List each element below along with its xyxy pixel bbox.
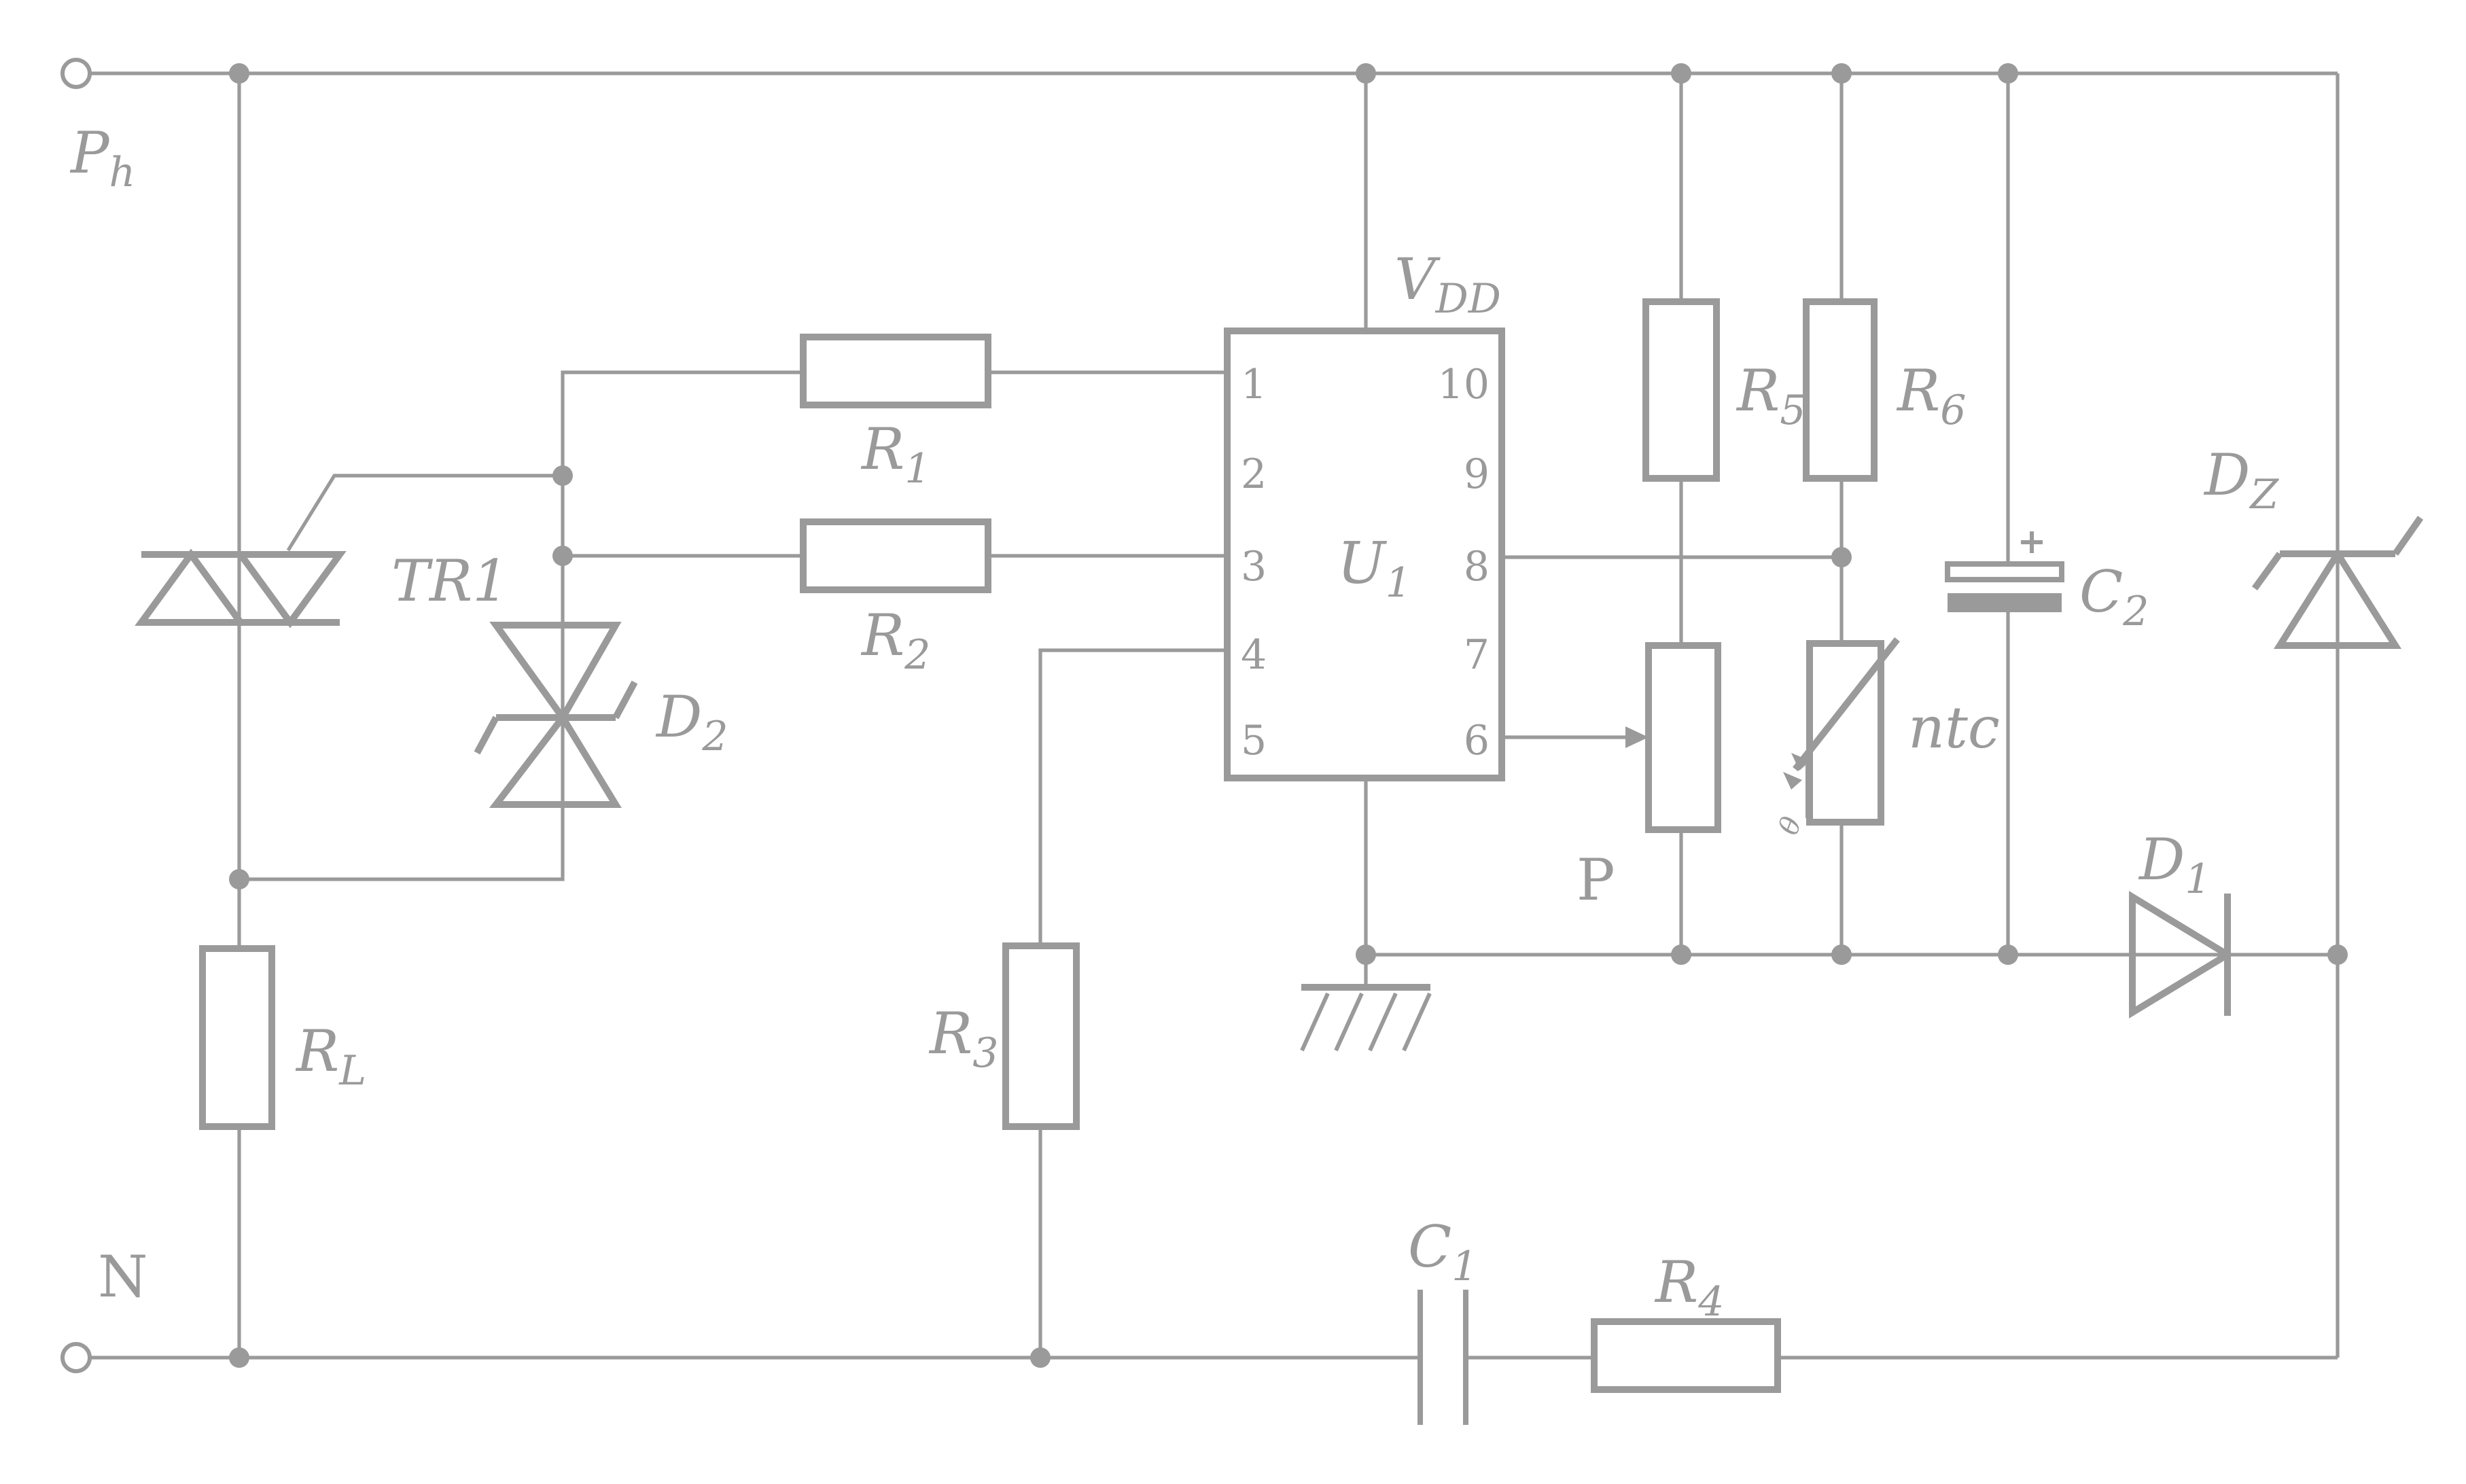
junction-dot <box>229 63 249 84</box>
junction-dot <box>229 1347 249 1368</box>
junction-dot <box>1671 63 1691 84</box>
junction-dot <box>1831 547 1852 567</box>
junction-dot <box>229 869 249 889</box>
r1-leads <box>561 370 1227 476</box>
pin-number: 5 <box>1241 717 1267 764</box>
thermistor-ntc <box>1783 637 1900 826</box>
plus-sign <box>2021 531 2043 553</box>
diac-d2 <box>474 622 638 808</box>
label-c1: C1 <box>1408 1214 1477 1290</box>
pin-number: 1 <box>1241 361 1267 408</box>
label-r3: R3 <box>928 1000 998 1077</box>
resistor-rl <box>199 945 275 1130</box>
label-u1: U1 <box>1337 530 1411 607</box>
resistor-r6 <box>1803 298 1878 482</box>
label-tr1: TR1 <box>391 548 509 614</box>
label-r4: R4 <box>1654 1249 1724 1326</box>
junction-dots <box>229 63 2348 1368</box>
pin-number: 7 <box>1464 631 1490 679</box>
resistor-r5 <box>1642 298 1720 482</box>
junction-dot <box>1671 944 1691 965</box>
junction-dot <box>2327 944 2348 965</box>
pin-number: 3 <box>1241 543 1267 590</box>
junction-dot <box>1998 63 2018 84</box>
ic-u1-body <box>1224 328 1505 781</box>
junction-dot <box>1030 1347 1051 1368</box>
resistor-r3 <box>1002 942 1080 1130</box>
triac-tr1 <box>135 548 347 629</box>
junction-dot <box>552 465 573 486</box>
label-ph: Ph <box>69 120 135 196</box>
junction-dot <box>1356 944 1376 965</box>
r3-branch-wire <box>1038 648 1227 1358</box>
label-vdd: VDD <box>1394 246 1501 323</box>
resistor-r2 <box>800 518 991 593</box>
pin-number: 8 <box>1464 543 1490 590</box>
label-c2: C2 <box>2079 559 2149 635</box>
junction-dot <box>1831 63 1852 84</box>
label-d1: D1 <box>2138 826 2211 903</box>
labels: Ph N TR1 D2 R1 R2 R3 RL R4 R5 R6 C1 C2 U… <box>69 120 2279 1326</box>
u1-pin-numbers: 1 2 3 4 5 10 9 8 7 6 <box>1241 361 1490 764</box>
resistor-r4 <box>1591 1318 1781 1393</box>
zener-dz <box>2251 516 2424 649</box>
pin-number: 2 <box>1241 450 1267 498</box>
triac-gate-wire <box>286 474 563 552</box>
junction-dot <box>552 546 573 566</box>
resistor-r1 <box>800 334 991 408</box>
label-n: N <box>98 1243 148 1310</box>
ground-symbol <box>1300 984 1432 1052</box>
junction-dot <box>1998 944 2018 965</box>
label-ntc: ntc <box>1908 694 2000 761</box>
pin-number: 10 <box>1438 361 1490 408</box>
terminals <box>60 58 92 1373</box>
pin-number: 4 <box>1241 631 1267 679</box>
label-d2: D2 <box>655 684 728 760</box>
label-r6: R6 <box>1896 357 1966 434</box>
label-dz: DZ <box>2203 442 2279 518</box>
phase-terminal <box>60 58 92 89</box>
label-rl: RL <box>295 1018 366 1095</box>
pin-number: 6 <box>1464 717 1490 764</box>
pin-number: 9 <box>1464 450 1490 498</box>
label-p: P <box>1577 847 1615 913</box>
potentiometer-p <box>1625 642 1721 833</box>
junction-dot <box>1356 63 1376 84</box>
capacitor-c2 <box>1945 531 2064 612</box>
label-r1: R1 <box>860 416 930 493</box>
diode-d1 <box>2129 891 2234 1019</box>
capacitor-c1 <box>1417 1290 1468 1425</box>
neutral-terminal <box>60 1342 92 1373</box>
label-r5: R5 <box>1736 357 1806 434</box>
junction-dot <box>1831 944 1852 965</box>
d2-branch-wire <box>239 476 565 881</box>
label-theta: θ <box>1773 813 1808 838</box>
wiper-arrowhead <box>1625 726 1649 748</box>
wires <box>90 71 2340 1360</box>
label-r2: R2 <box>860 602 930 679</box>
